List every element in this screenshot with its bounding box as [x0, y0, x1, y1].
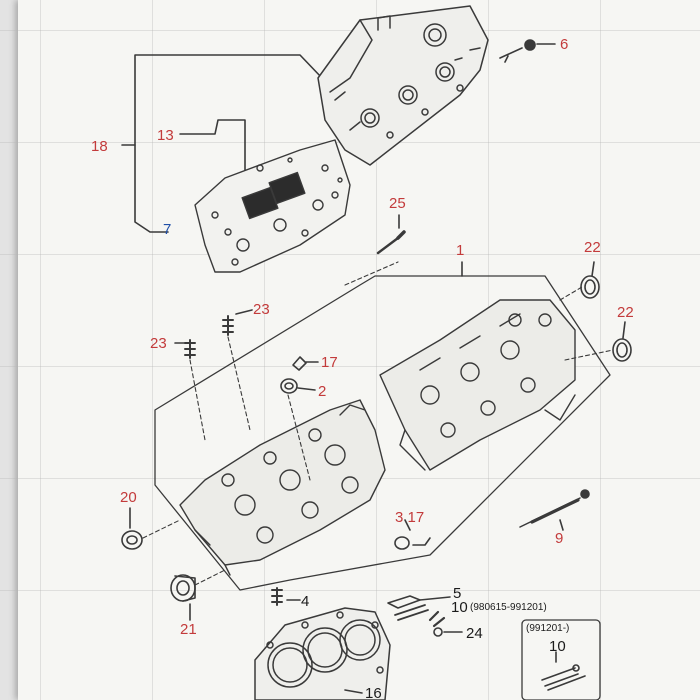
bracket-18 [121, 54, 323, 146]
callout-7: 7 [163, 221, 172, 238]
upper-cover-part [317, 5, 489, 166]
callout-16: 16 [365, 685, 382, 700]
right-cylinder-head [379, 299, 576, 471]
callout-10: 10 [451, 599, 468, 616]
callout-20: 20 [120, 489, 137, 506]
callout-6: 6 [560, 36, 569, 53]
bracket-13 [179, 119, 246, 176]
stud-23-right [222, 315, 234, 336]
seal-20 [121, 530, 143, 550]
valve-part-17 [292, 356, 307, 371]
callout-3-17: 3 17 [395, 509, 425, 526]
callout-21: 21 [180, 621, 197, 638]
pulley-21 [170, 574, 196, 602]
assembly-frame [154, 275, 611, 591]
callout-13: 13 [157, 127, 174, 144]
seal-22-right [612, 338, 632, 362]
inset-box [521, 619, 601, 700]
callout-23-right: 23 [253, 301, 270, 318]
dowel-4 [271, 587, 283, 606]
callout-23-left: 23 [150, 335, 167, 352]
callout-24: 24 [466, 625, 483, 642]
sensor-10-new [541, 664, 586, 691]
callout-22-right: 22 [617, 304, 634, 321]
callout-17: 17 [321, 354, 338, 371]
gasket-7-part [194, 139, 351, 273]
callout-9: 9 [555, 530, 564, 547]
seal-22-top [580, 275, 600, 299]
callout-2: 2 [318, 383, 327, 400]
stud-23-left [184, 339, 196, 359]
bracket-18-lower [134, 144, 169, 233]
left-cylinder-head [179, 399, 386, 576]
callout-10-date: (980615-991201) [470, 602, 547, 613]
o-ring-2 [280, 378, 298, 394]
head-gasket-16 [254, 607, 391, 700]
callout-4: 4 [301, 593, 310, 610]
callout-25: 25 [389, 195, 406, 212]
callout-1: 1 [456, 242, 465, 259]
bolt-25 [376, 236, 400, 255]
o-ring-3 [394, 536, 410, 550]
callout-10-inset: 10 [549, 638, 566, 655]
bolt-24 [428, 610, 446, 637]
callout-18: 18 [91, 138, 108, 155]
bolt-6 [499, 47, 523, 63]
callout-22-top: 22 [584, 239, 601, 256]
sensor-5 [387, 595, 421, 609]
inset-box-label: (991201-) [526, 623, 570, 634]
callout-5: 5 [453, 585, 462, 602]
sensor-10 [394, 604, 429, 621]
